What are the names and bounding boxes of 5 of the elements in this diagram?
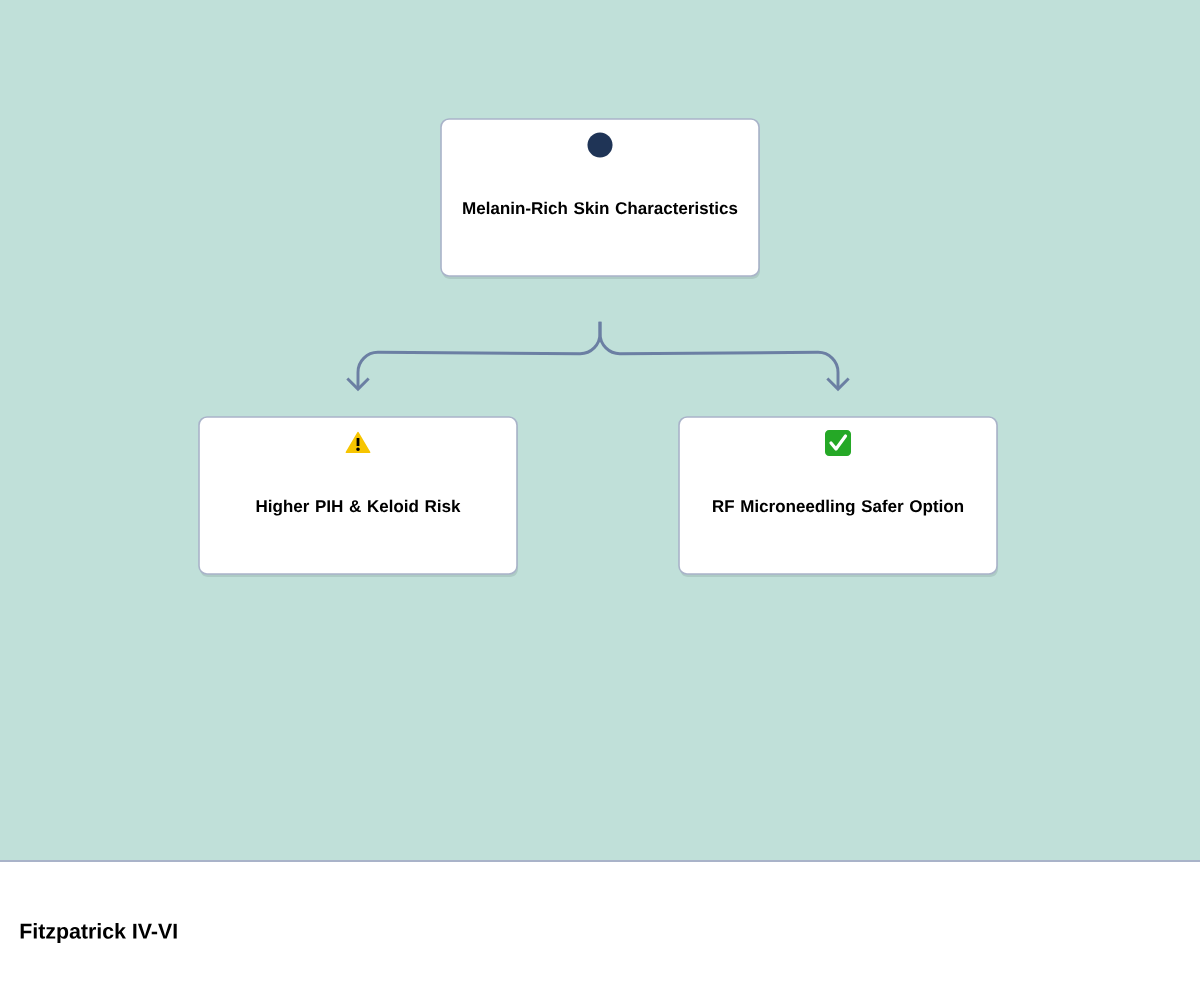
process-box: Higher PIH & Keloid Risk	[198, 416, 518, 577]
process-box: RF Microneedling Safer Option	[678, 416, 998, 577]
caption: Fitzpatrick IV-VI	[20, 923, 177, 943]
arrow	[598, 321, 850, 392]
process-box: Melanin-Rich Skin Characteristics	[440, 118, 760, 279]
